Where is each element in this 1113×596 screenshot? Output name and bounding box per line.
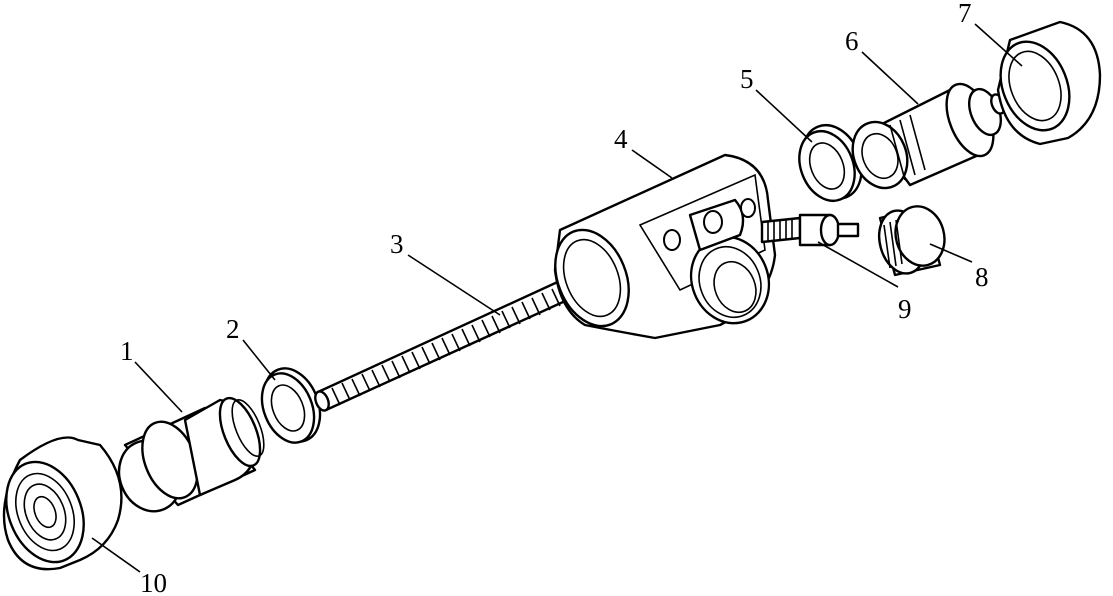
callout-2: 2 (226, 314, 240, 344)
part-4-cylinder-body (553, 153, 777, 340)
part-7-dust-boot (996, 20, 1102, 146)
callout-1: 1 (120, 336, 134, 366)
part-10-dust-boot (2, 436, 123, 571)
callout-6: 6 (845, 26, 859, 56)
leader-7 (974, 23, 1023, 67)
callout-5: 5 (740, 64, 754, 94)
part-5-seal-ring (798, 124, 863, 202)
part-6-piston (851, 82, 1006, 190)
callout-3: 3 (390, 229, 404, 259)
leader-3 (407, 254, 501, 316)
leader-6 (861, 51, 919, 105)
part-9-bleeder-screw (760, 213, 860, 247)
callout-9: 9 (898, 294, 912, 324)
callout-7: 7 (958, 0, 972, 28)
part-2-seal-ring (260, 367, 322, 444)
callout-8: 8 (975, 262, 989, 292)
leader-8 (929, 243, 973, 263)
callout-labels: 1 2 3 4 5 6 7 8 9 10 (120, 0, 989, 596)
part-1-piston (117, 396, 265, 513)
part-3-threaded-rod (314, 272, 588, 412)
part-8-bleeder-cap (877, 205, 946, 277)
callout-10: 10 (140, 568, 167, 596)
leader-4 (631, 149, 673, 179)
leader-9 (817, 241, 899, 288)
leader-lines (91, 23, 1023, 573)
leader-2 (242, 339, 276, 381)
leader-5 (755, 89, 813, 143)
callout-4: 4 (614, 124, 628, 154)
leader-1 (134, 361, 183, 413)
leader-10 (91, 537, 141, 573)
